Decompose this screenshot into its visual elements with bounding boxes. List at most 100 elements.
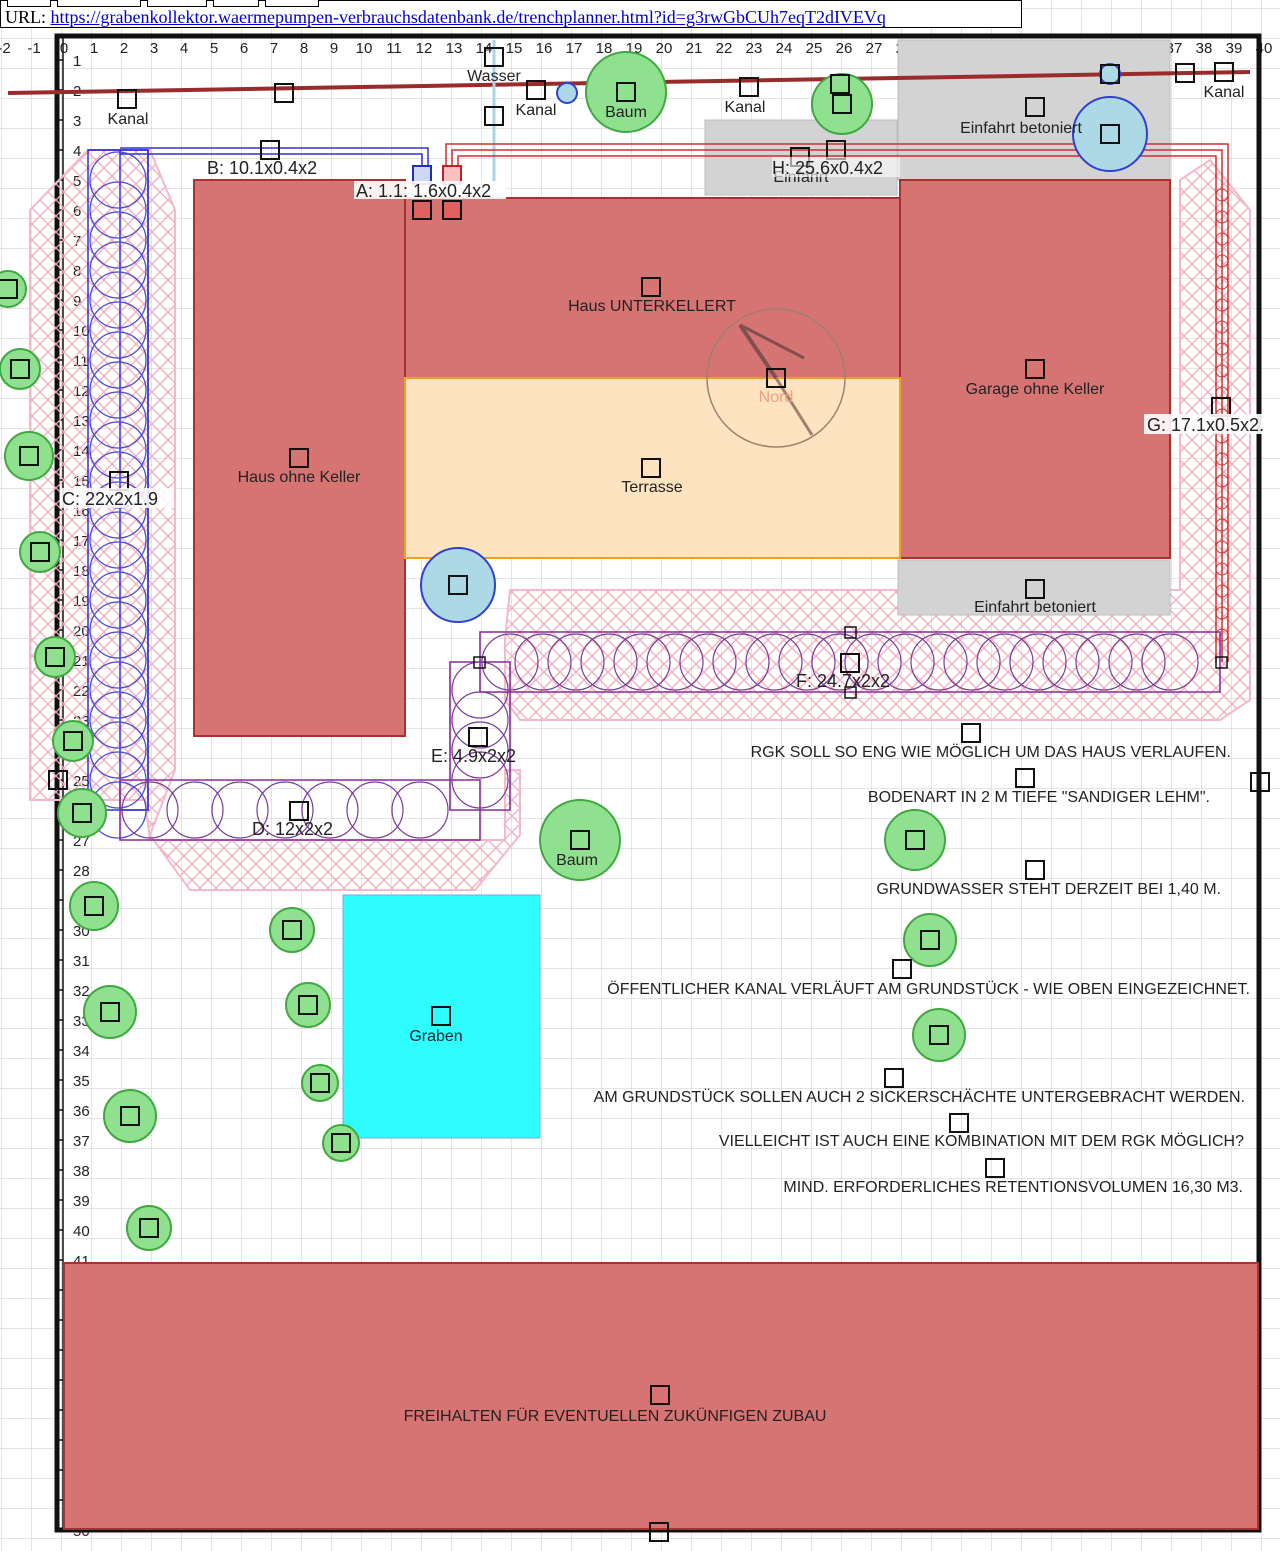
drag-handle[interactable] bbox=[331, 1133, 351, 1153]
drag-handle[interactable] bbox=[431, 1006, 451, 1026]
drag-handle[interactable] bbox=[100, 1002, 120, 1022]
drag-handle[interactable] bbox=[649, 1522, 669, 1542]
drag-handle[interactable] bbox=[1025, 579, 1045, 599]
tree-icon[interactable] bbox=[301, 1064, 339, 1102]
drag-handle[interactable] bbox=[298, 995, 318, 1015]
drag-handle[interactable] bbox=[830, 74, 850, 94]
drag-handle[interactable] bbox=[985, 1158, 1005, 1178]
haus-ohne-keller-label: Haus ohne Keller bbox=[238, 469, 361, 486]
safety-zones bbox=[29, 149, 1251, 891]
drag-handle[interactable] bbox=[72, 803, 92, 823]
tree-icon[interactable] bbox=[811, 73, 873, 135]
tree-icon[interactable] bbox=[912, 1008, 966, 1062]
tree-icon[interactable] bbox=[884, 809, 946, 871]
tree-icon[interactable] bbox=[4, 431, 54, 481]
url-link[interactable]: https://grabenkollektor.waermepumpen-ver… bbox=[50, 7, 886, 27]
well-icon[interactable] bbox=[556, 82, 578, 104]
y-tick-label: 1 bbox=[73, 53, 81, 70]
toolbar-button[interactable] bbox=[147, 0, 207, 7]
tree-icon[interactable] bbox=[69, 881, 119, 931]
drag-handle[interactable] bbox=[282, 920, 302, 940]
drag-handle[interactable] bbox=[641, 277, 661, 297]
well-icon[interactable] bbox=[1099, 63, 1121, 85]
y-tick-label: 40 bbox=[73, 1223, 90, 1240]
drag-handle[interactable] bbox=[10, 359, 30, 379]
drag-handle[interactable] bbox=[650, 1385, 670, 1405]
drag-handle[interactable] bbox=[929, 1025, 949, 1045]
drag-handle[interactable] bbox=[260, 140, 280, 160]
well-icon[interactable] bbox=[1072, 96, 1148, 172]
drag-handle[interactable] bbox=[45, 647, 65, 667]
tree-icon[interactable] bbox=[19, 531, 61, 573]
drag-handle[interactable] bbox=[484, 47, 504, 67]
terrasse-label: Terrasse bbox=[621, 479, 682, 496]
tree-icon[interactable] bbox=[903, 913, 957, 967]
tree-icon[interactable] bbox=[52, 720, 94, 762]
drag-handle[interactable] bbox=[19, 446, 39, 466]
drag-handle[interactable] bbox=[766, 368, 786, 388]
tree-icon[interactable] bbox=[34, 636, 76, 678]
drag-handle[interactable] bbox=[448, 575, 468, 595]
x-tick-label: 3 bbox=[150, 40, 158, 57]
tree-icon[interactable] bbox=[585, 51, 667, 133]
drag-handle[interactable] bbox=[1025, 97, 1045, 117]
tree-icon[interactable] bbox=[103, 1089, 157, 1143]
small-handles[interactable] bbox=[473, 626, 1228, 699]
zubau-area bbox=[63, 1262, 1259, 1530]
colored-handles[interactable] bbox=[412, 165, 462, 220]
drag-handle[interactable] bbox=[63, 731, 83, 751]
tree-icon[interactable] bbox=[0, 270, 27, 308]
toolbar-button[interactable] bbox=[213, 0, 259, 7]
trench-f-label: F: 24.7x2x2 bbox=[796, 671, 890, 691]
drag-handle[interactable] bbox=[289, 448, 309, 468]
drag-handle[interactable] bbox=[310, 1073, 330, 1093]
drag-handle[interactable] bbox=[0, 279, 18, 299]
tree-icon[interactable] bbox=[285, 982, 331, 1028]
well-icon[interactable] bbox=[420, 547, 496, 623]
drag-handle[interactable] bbox=[920, 930, 940, 950]
toolbar-button[interactable] bbox=[265, 0, 319, 7]
drag-handle[interactable] bbox=[1100, 64, 1120, 84]
drag-handle[interactable] bbox=[139, 1218, 159, 1238]
drag-handle[interactable] bbox=[1214, 62, 1234, 82]
tree-icon[interactable] bbox=[83, 985, 137, 1039]
tree-icon[interactable] bbox=[57, 788, 107, 838]
drag-handle[interactable] bbox=[884, 1068, 904, 1088]
drag-handle[interactable] bbox=[289, 801, 309, 821]
drag-handle[interactable] bbox=[1250, 772, 1270, 792]
drag-handle[interactable] bbox=[739, 77, 759, 97]
drag-handle[interactable] bbox=[120, 1106, 140, 1126]
tree-icon[interactable] bbox=[539, 799, 621, 881]
tree-icon[interactable] bbox=[0, 348, 41, 390]
drag-handle[interactable] bbox=[1025, 860, 1045, 880]
drag-handle[interactable] bbox=[832, 94, 852, 114]
drag-handle[interactable] bbox=[1025, 359, 1045, 379]
x-tick-label: 24 bbox=[776, 40, 793, 57]
drag-handle[interactable] bbox=[840, 653, 860, 673]
toolbar-button[interactable] bbox=[7, 0, 51, 7]
drag-handle[interactable] bbox=[274, 83, 294, 103]
drag-handle[interactable] bbox=[30, 542, 50, 562]
drag-handle[interactable] bbox=[484, 106, 504, 126]
drag-handle[interactable] bbox=[616, 82, 636, 102]
drag-handle[interactable] bbox=[1100, 124, 1120, 144]
tree-icon[interactable] bbox=[269, 907, 315, 953]
toolbar-button[interactable] bbox=[57, 0, 141, 7]
drag-handle[interactable] bbox=[892, 959, 912, 979]
drag-handle[interactable] bbox=[1015, 768, 1035, 788]
drag-handle[interactable] bbox=[905, 830, 925, 850]
drag-handle[interactable] bbox=[84, 896, 104, 916]
drag-handle[interactable] bbox=[570, 830, 590, 850]
drag-handle[interactable] bbox=[48, 770, 68, 790]
drag-handle[interactable] bbox=[526, 80, 546, 100]
x-tick-label: 11 bbox=[386, 40, 402, 57]
drag-handle[interactable] bbox=[468, 727, 488, 747]
drag-handle[interactable] bbox=[961, 723, 981, 743]
drag-handle[interactable] bbox=[641, 458, 661, 478]
tree-icon[interactable] bbox=[126, 1205, 172, 1251]
drag-handle[interactable] bbox=[949, 1113, 969, 1133]
drag-handle[interactable] bbox=[117, 89, 137, 109]
drag-handle[interactable] bbox=[1175, 63, 1195, 83]
tree-icon[interactable] bbox=[322, 1124, 360, 1162]
